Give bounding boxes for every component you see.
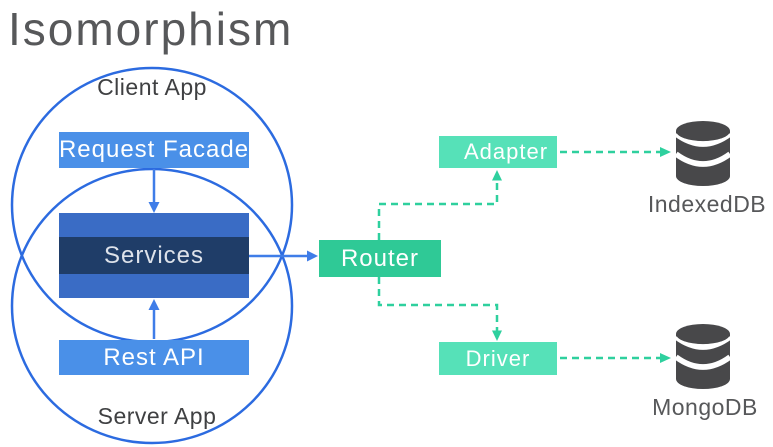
rest-api-box: Rest API xyxy=(59,340,249,375)
router-box: Router xyxy=(319,240,441,277)
page-title: Isomorphism xyxy=(8,3,294,55)
arrow-request-facade-to-services xyxy=(148,169,160,213)
server-app-label: Server App xyxy=(97,403,217,429)
indexeddb-database-icon xyxy=(674,121,732,186)
mongodb-label: MongoDB xyxy=(652,394,758,420)
driver-box: Driver xyxy=(439,342,557,375)
client-app-label: Client App xyxy=(97,74,207,100)
services-box: Services xyxy=(59,213,249,298)
indexeddb-label: IndexedDB xyxy=(647,191,767,217)
dashed-adapter-to-indexeddb xyxy=(560,147,671,157)
server-app-circle xyxy=(10,167,294,445)
arrow-rest-api-to-services xyxy=(148,299,160,339)
dashed-driver-to-mongodb xyxy=(560,353,671,363)
dashed-router-to-adapter xyxy=(377,170,502,240)
arrow-services-to-router xyxy=(249,250,318,262)
request-facade-box: Request Facade xyxy=(59,132,249,168)
dashed-router-to-driver xyxy=(377,277,502,341)
adapter-box: Adapter xyxy=(439,136,557,168)
mongodb-database-icon xyxy=(674,324,732,389)
